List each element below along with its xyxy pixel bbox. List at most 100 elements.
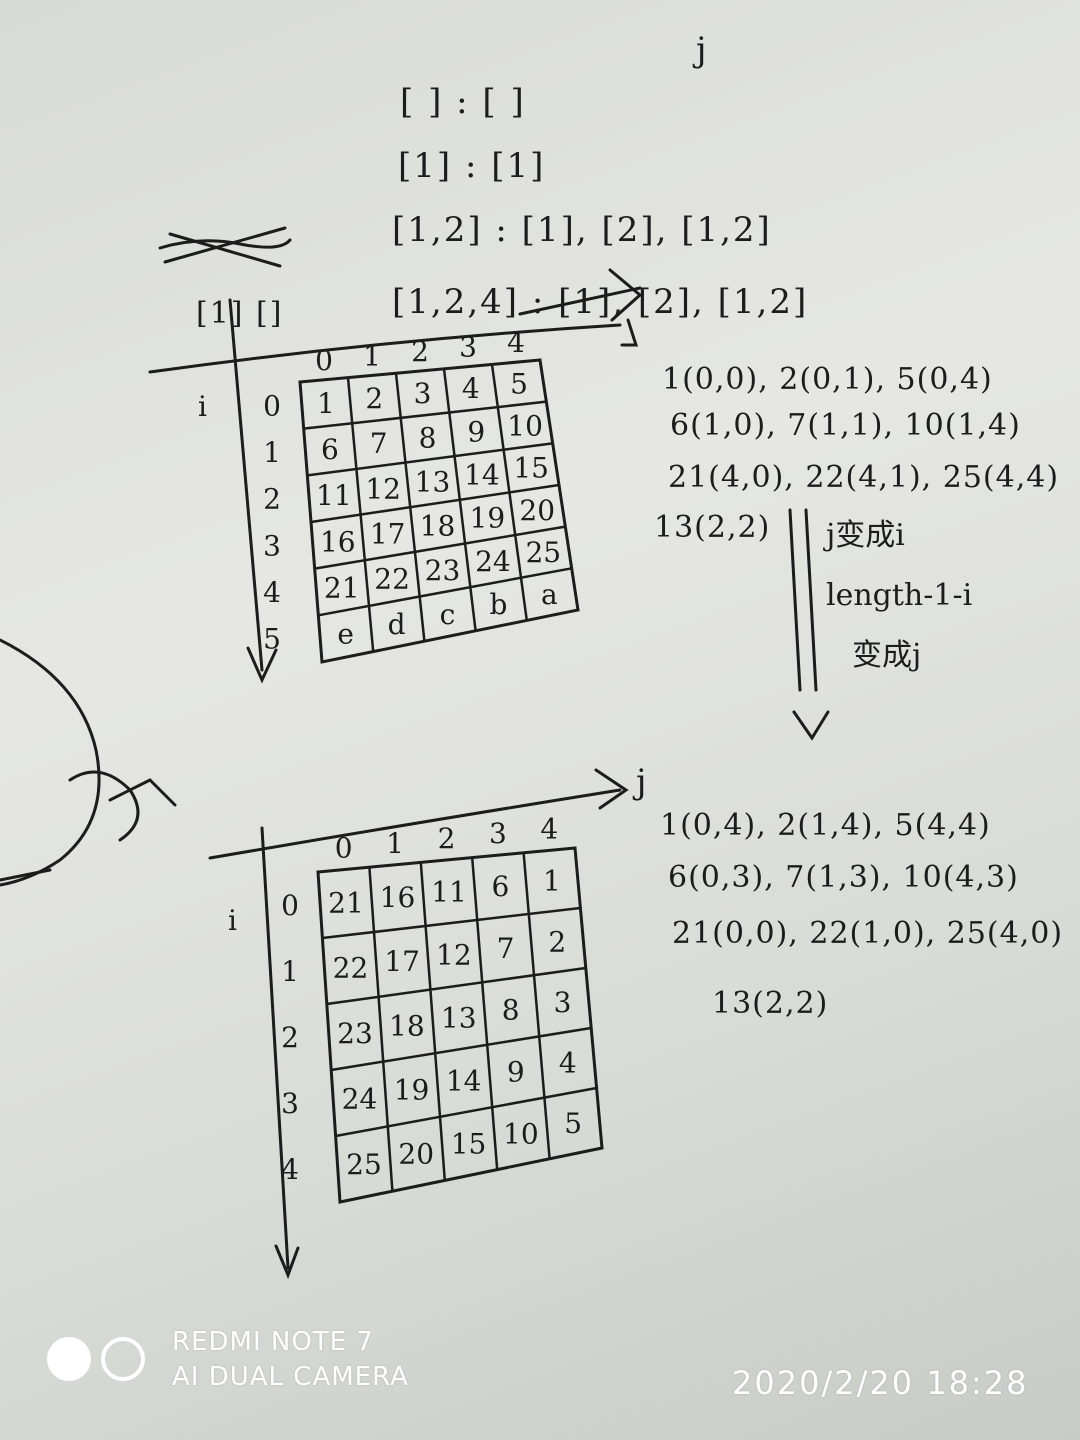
- bottom-grid-hline: [331, 1026, 592, 1072]
- camera-dot-ring-icon: [101, 1337, 145, 1381]
- bottom-cell: 12: [436, 939, 472, 972]
- bottom-cell: 1: [543, 865, 561, 898]
- bottom-cell: 18: [389, 1009, 425, 1042]
- bottom-grid-hline: [335, 1086, 597, 1138]
- bottom-cell: 14: [446, 1065, 482, 1098]
- top-cell: a: [541, 578, 558, 611]
- bottom-col-header: 0: [335, 832, 353, 865]
- top-row-header: 3: [263, 529, 281, 562]
- top-row-header: 5: [263, 623, 281, 656]
- top-cell: 2: [365, 382, 383, 415]
- top-cell: e: [337, 618, 354, 651]
- bottom-cell: 4: [559, 1047, 577, 1080]
- bottom-cell: 19: [394, 1074, 430, 1107]
- top-cell: 17: [370, 517, 406, 550]
- top-col-header: 1: [363, 339, 381, 372]
- transform-note-1: j变成i: [826, 518, 905, 553]
- top-grid-hline: [310, 483, 560, 524]
- camera-dot-filled-icon: [47, 1337, 91, 1381]
- bottom-cell: 20: [398, 1138, 434, 1171]
- bottom-cell: 25: [346, 1148, 382, 1181]
- top-cell: 12: [365, 472, 401, 505]
- subset-line-1: [ ] : [ ]: [400, 82, 526, 122]
- bottom-cell: 21: [328, 886, 364, 919]
- bottom-row-header: 3: [281, 1087, 299, 1120]
- top-cell: 11: [316, 479, 352, 512]
- bottom-row-header: 2: [281, 1021, 299, 1054]
- top-cell: 4: [462, 372, 480, 405]
- bottom-grid-vline: [368, 867, 394, 1192]
- bottom-grid-vline: [522, 852, 551, 1159]
- top-cell: 21: [324, 572, 360, 605]
- top-row-header: 1: [263, 436, 281, 469]
- bottom-cell: 2: [548, 925, 566, 958]
- top-grid-hline: [307, 442, 553, 477]
- top-cell: 5: [510, 367, 528, 400]
- coords-top-line-1: 1(0,0), 2(0,1), 5(0,4): [662, 362, 993, 397]
- bottom-cell: 7: [497, 932, 515, 965]
- top-cell: 9: [467, 415, 485, 448]
- top-cell: 7: [370, 427, 388, 460]
- top-col-header: 3: [459, 331, 477, 364]
- bottom-grid-vline: [470, 857, 499, 1170]
- bottom-grid-hline: [322, 906, 581, 940]
- top-cell: b: [489, 588, 507, 621]
- subset-line-3: [1,2] : [1], [2], [1,2]: [392, 210, 772, 250]
- top-cell: 10: [507, 409, 543, 442]
- transform-note-2: length-1-i: [826, 578, 973, 613]
- bottom-cell: 8: [502, 994, 520, 1027]
- bottom-grid-hline: [326, 966, 586, 1006]
- j-label-bottom: j: [636, 762, 647, 802]
- top-cell: 14: [464, 459, 500, 492]
- top-col-header: 4: [507, 326, 525, 359]
- top-cell: 13: [415, 465, 451, 498]
- bottom-cell: 22: [333, 952, 369, 985]
- top-col-header: 0: [315, 344, 333, 377]
- coords-bottom-line-2: 6(0,3), 7(1,3), 10(4,3): [668, 860, 1019, 895]
- bottom-cell: 3: [554, 986, 572, 1019]
- top-grid-hline: [314, 525, 566, 570]
- coords-bottom-line-4: 13(2,2): [712, 986, 829, 1021]
- bottom-cell: 5: [564, 1107, 582, 1140]
- top-row-header: 4: [263, 576, 281, 609]
- coords-top-line-3: 21(4,0), 22(4,1), 25(4,4): [668, 460, 1060, 495]
- top-grid-hline: [303, 400, 547, 430]
- bottom-cell: 15: [451, 1128, 487, 1161]
- top-cell: 22: [374, 563, 410, 596]
- bottom-cell: 11: [431, 876, 467, 909]
- bottom-col-header: 4: [540, 812, 558, 845]
- bottom-row-header: 0: [281, 889, 299, 922]
- top-cell: 8: [419, 421, 437, 454]
- bottom-col-header: 2: [438, 822, 456, 855]
- top-row-header: 2: [263, 483, 281, 516]
- top-cell: 6: [321, 433, 339, 466]
- coords-bottom-line-1: 1(0,4), 2(1,4), 5(4,4): [660, 808, 991, 843]
- bottom-col-header: 3: [489, 817, 507, 850]
- top-i-label: i: [198, 390, 207, 423]
- top-cell: 18: [420, 510, 456, 543]
- top-cell: 1: [317, 387, 335, 420]
- top-cell: 25: [525, 536, 561, 569]
- watermark-datetime: 2020/2/20 18:28: [732, 1364, 1029, 1402]
- top-grid-hline: [318, 567, 572, 617]
- bottom-grid-vline: [419, 862, 447, 1181]
- watermark-model: REDMI NOTE 7: [172, 1327, 374, 1357]
- bottom-cell: 16: [380, 881, 416, 914]
- bottom-i-label: i: [228, 904, 237, 937]
- top-cell: 16: [320, 525, 356, 558]
- j-label-top: j: [696, 30, 709, 70]
- bottom-cell: 10: [503, 1117, 539, 1150]
- top-cell: c: [440, 598, 456, 631]
- bottom-col-header: 1: [386, 827, 404, 860]
- bottom-cell: 6: [492, 870, 510, 903]
- left-scribble: [1] []: [196, 296, 284, 331]
- subset-line-4: [1,2,4] : [1], [2], [1,2]: [392, 282, 809, 322]
- top-cell: 20: [519, 494, 555, 527]
- coords-bottom-line-3: 21(0,0), 22(1,0), 25(4,0): [672, 916, 1064, 951]
- transform-note-3: 变成j: [852, 638, 922, 673]
- bottom-row-header: 1: [281, 955, 299, 988]
- subset-line-2: [1] : [1]: [398, 146, 546, 186]
- top-cell: 23: [425, 554, 461, 587]
- bottom-cell: 9: [507, 1056, 525, 1089]
